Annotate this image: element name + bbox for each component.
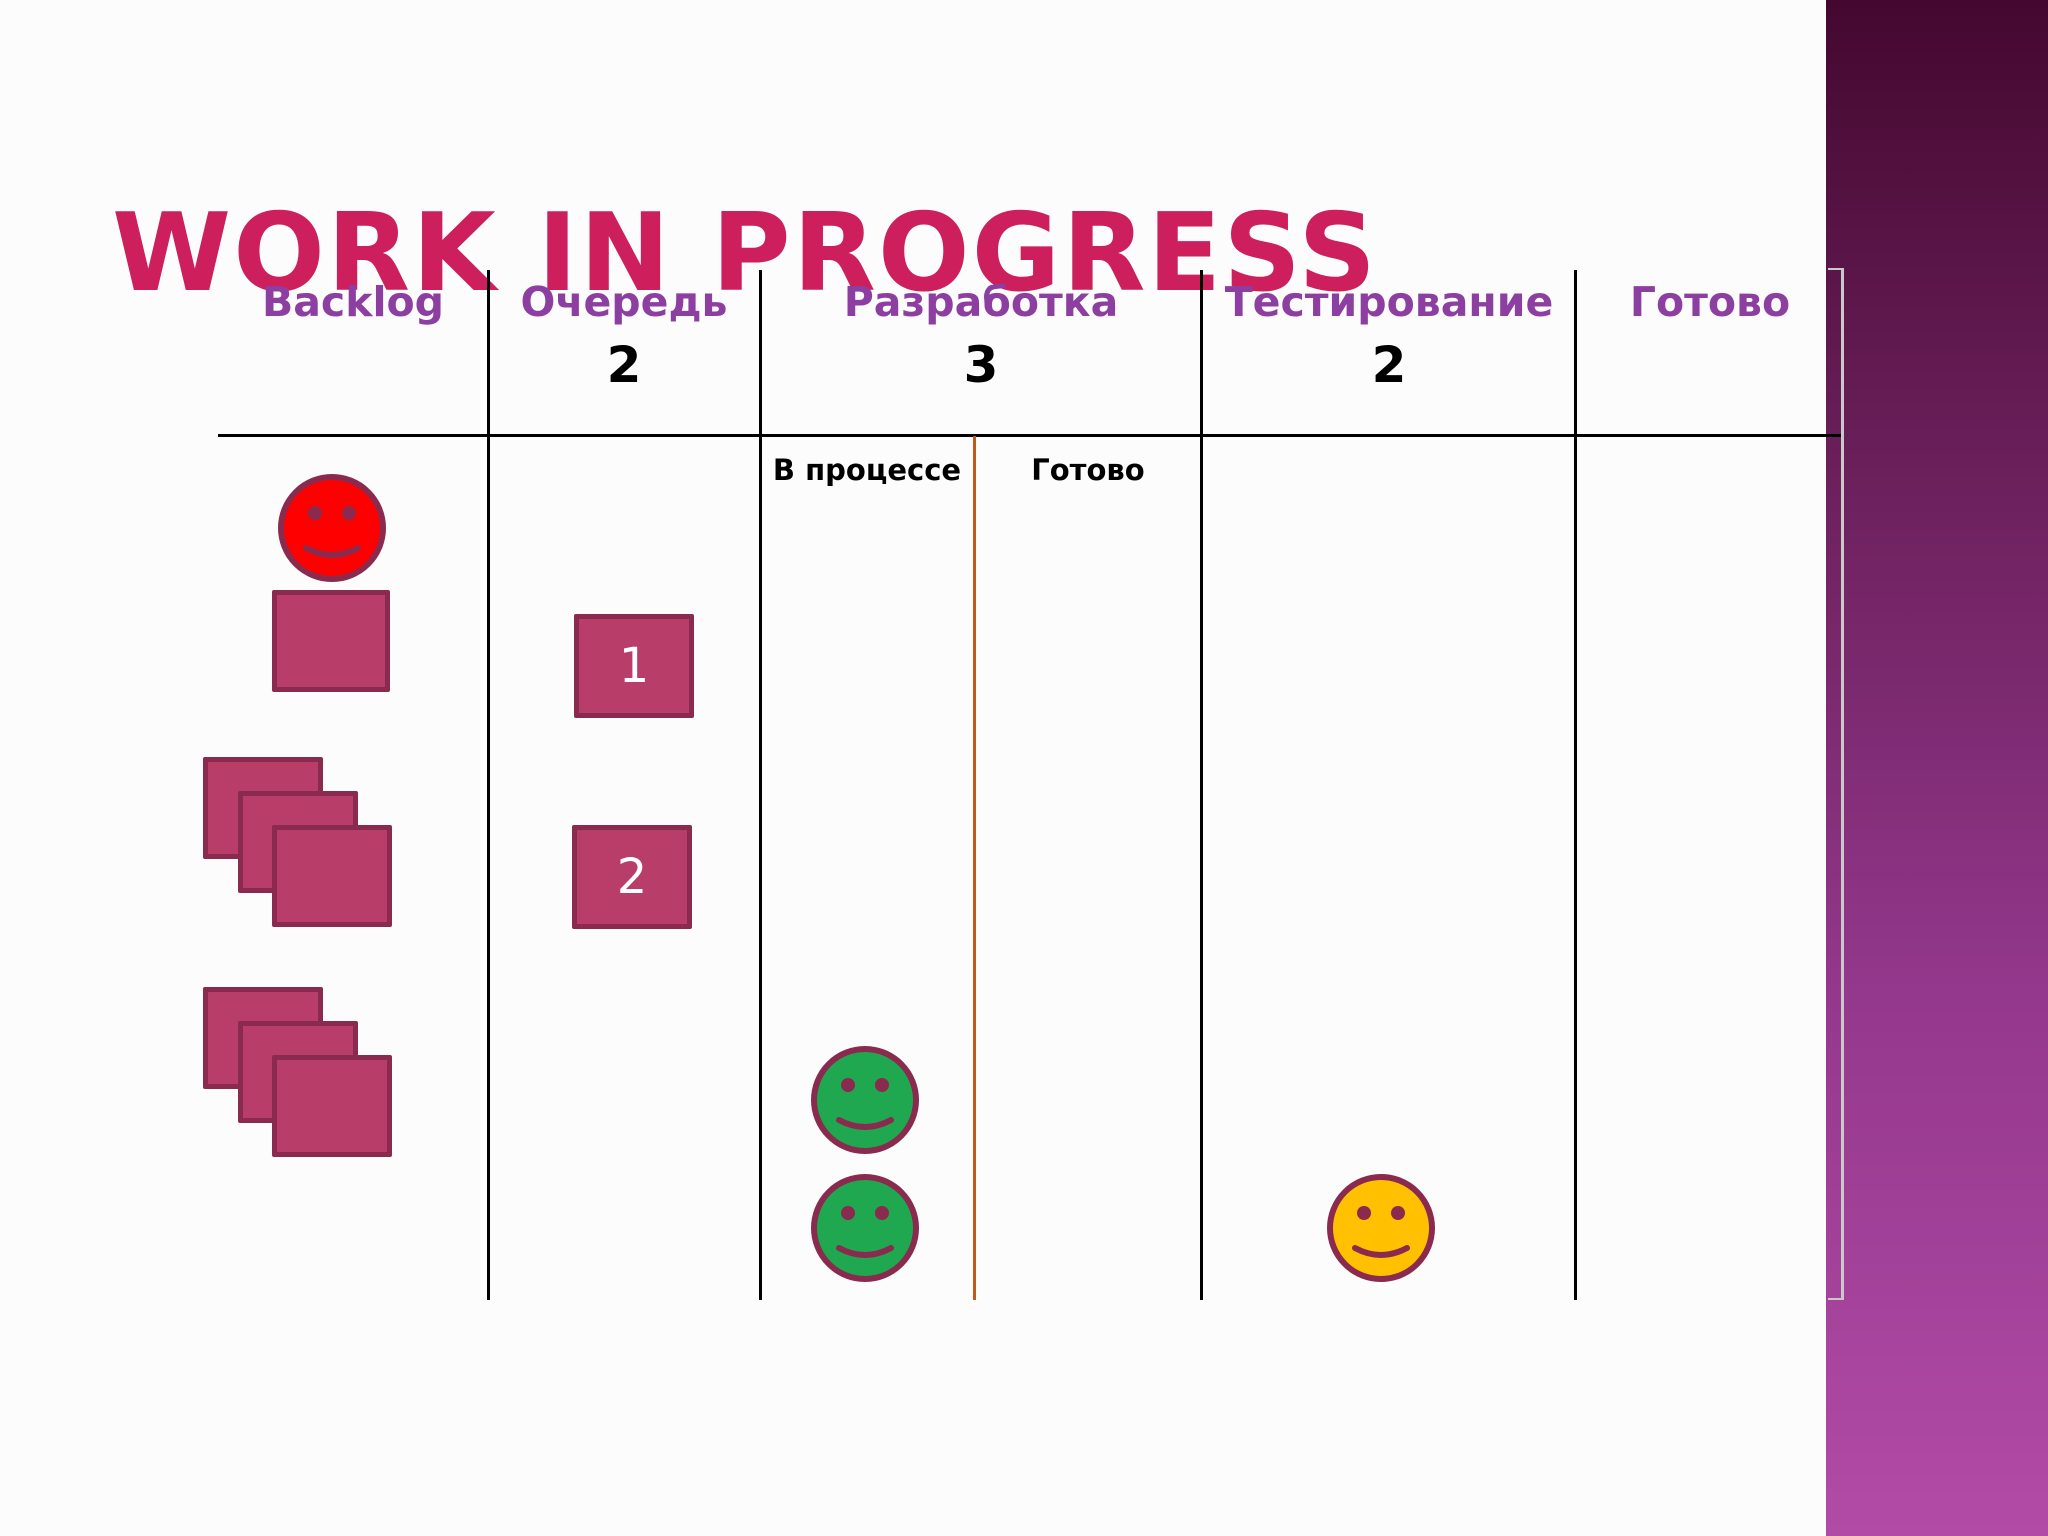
header-divider-line [218, 434, 1844, 437]
decorative-side-bar [1826, 0, 2048, 1536]
backlog-card-stack-front [272, 825, 392, 927]
backlog-card [272, 590, 390, 692]
queue-card-1: 1 [574, 614, 694, 718]
column-divider [1574, 270, 1577, 1300]
backlog-card-stack-front [272, 1055, 392, 1157]
column-header-queue: Очередь [520, 278, 728, 326]
subcolumn-header-dev-done: Готово [1031, 453, 1145, 487]
column-divider [487, 270, 490, 1300]
subcolumn-divider [973, 436, 976, 1300]
worker-red-smiley-icon [278, 474, 386, 582]
column-header-backlog: Backlog [261, 278, 445, 326]
worker-yellow-smiley-icon [1327, 1174, 1435, 1282]
column-divider [759, 270, 762, 1300]
column-header-development: Разработка [843, 278, 1119, 326]
board-right-edge-top [1828, 268, 1844, 270]
wip-limit-testing: 2 [1371, 336, 1407, 394]
board-right-edge [1841, 268, 1844, 1300]
column-header-done: Готово [1629, 278, 1791, 326]
column-header-testing: Тестирование [1224, 278, 1554, 326]
board-right-edge-bottom [1828, 1298, 1844, 1300]
worker-green-smiley-icon [811, 1174, 919, 1282]
subcolumn-header-in-progress: В процессе [772, 453, 962, 487]
wip-limit-development: 3 [963, 336, 999, 394]
wip-limit-queue: 2 [606, 336, 642, 394]
worker-green-smiley-icon [811, 1046, 919, 1154]
slide-title: WORK IN PROGRESS [112, 191, 1378, 316]
column-divider [1200, 270, 1203, 1300]
queue-card-2: 2 [572, 825, 692, 929]
